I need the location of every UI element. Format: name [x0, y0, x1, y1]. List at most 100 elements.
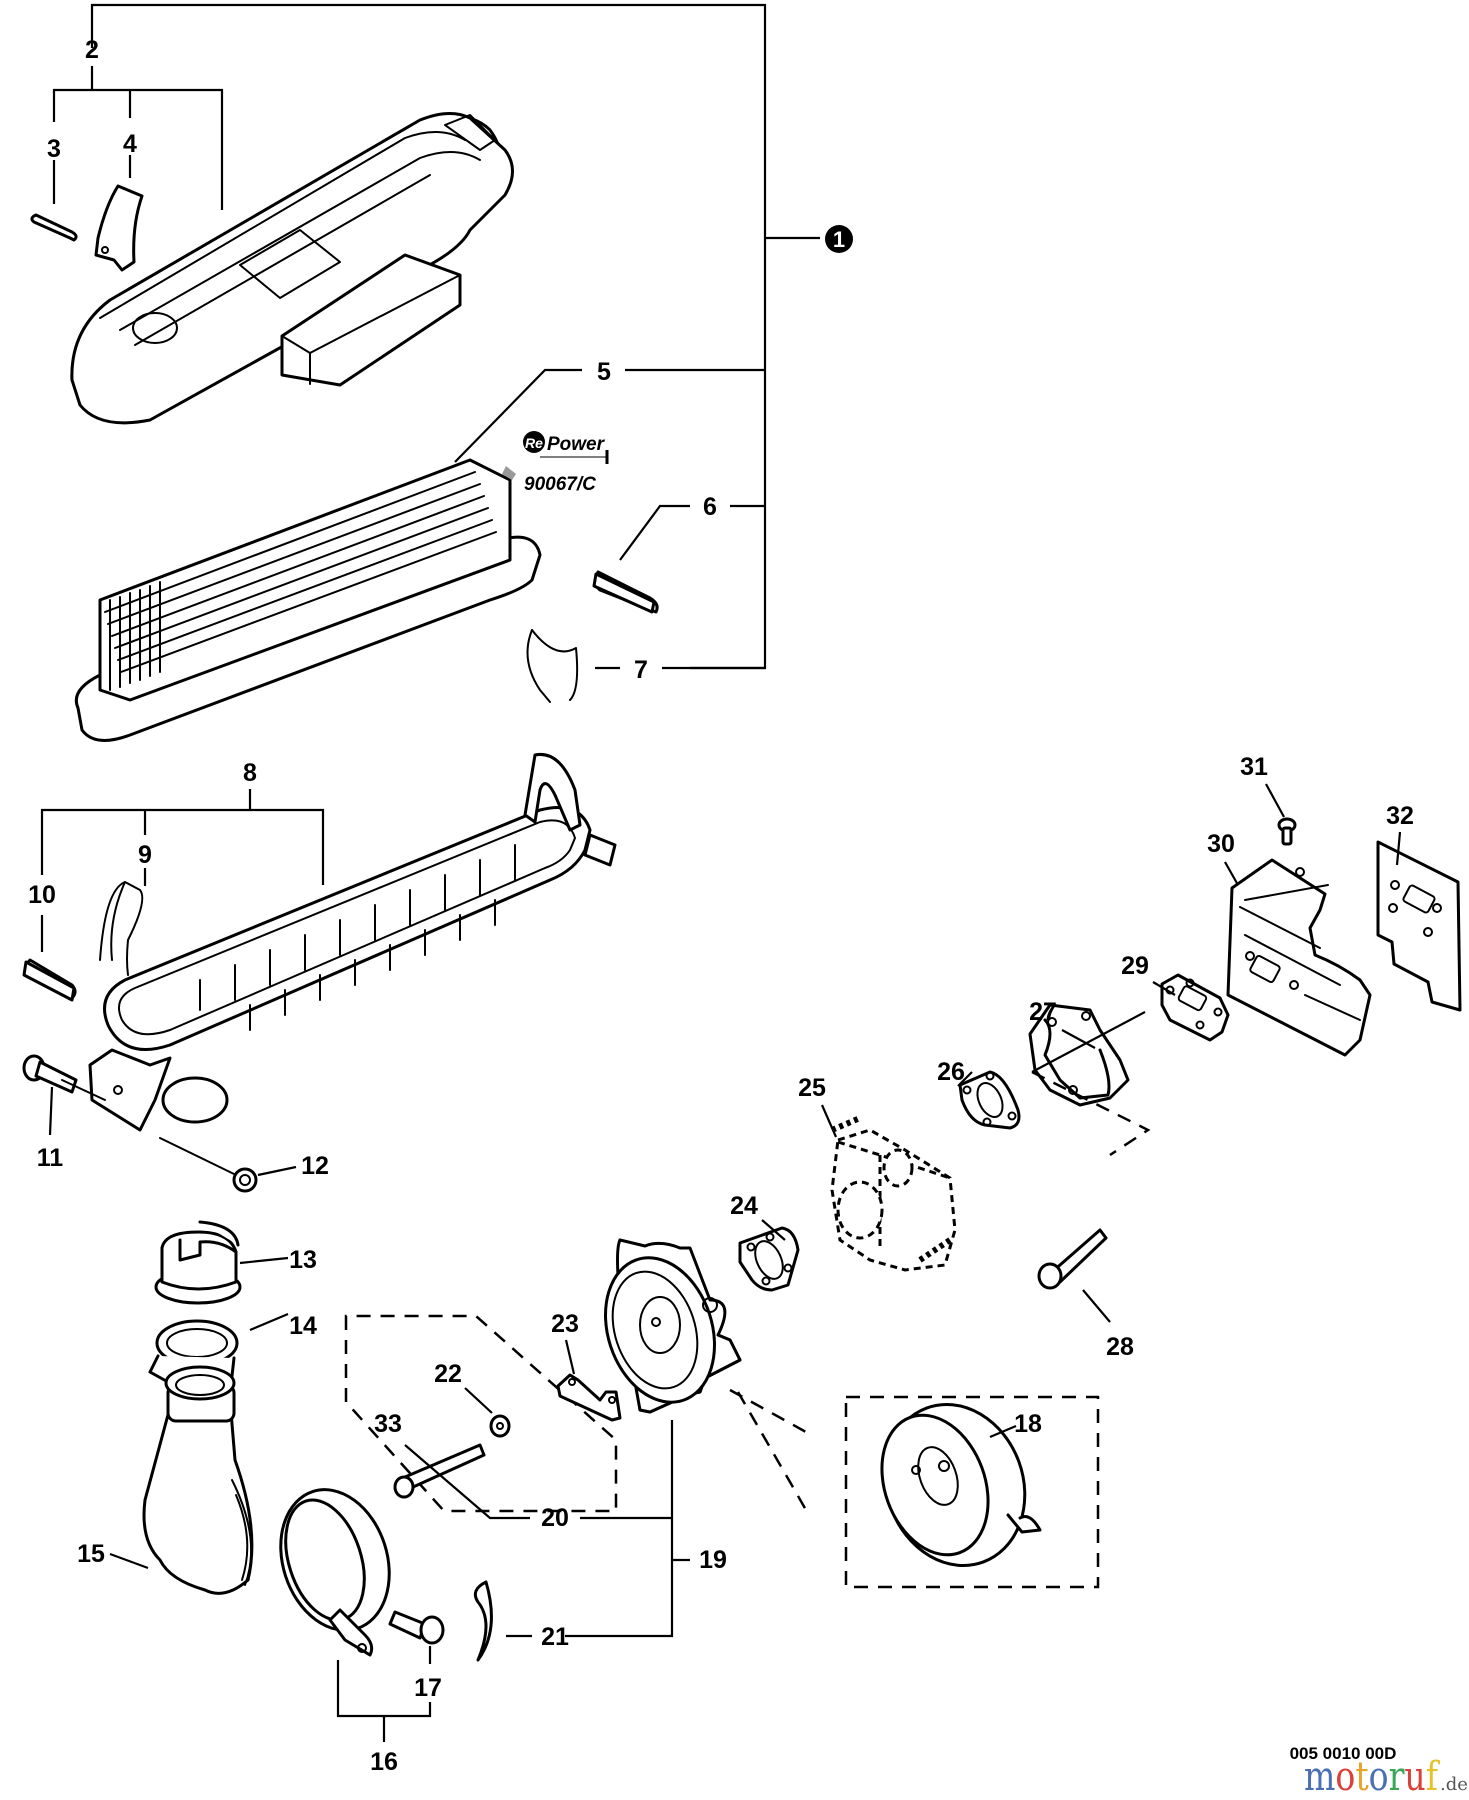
svg-text:7: 7 — [634, 656, 648, 684]
svg-text:8: 8 — [243, 759, 257, 787]
watermark-letter: f — [1426, 1754, 1441, 1800]
part-32-gasket[interactable] — [1376, 840, 1462, 1012]
part-6-callout: 6 — [619, 493, 717, 561]
part-21-callout: 21 — [506, 1623, 569, 1651]
svg-text:27: 27 — [1029, 998, 1057, 1026]
part-30-callout: 30 — [1207, 830, 1239, 886]
part-8-callout: 8 — [40, 759, 325, 952]
part-7-clip[interactable] — [526, 629, 579, 703]
part-2-callout: 2 — [52, 36, 224, 210]
svg-text:5: 5 — [597, 358, 611, 386]
part-9-callout: 9 — [138, 841, 152, 869]
svg-text:6: 6 — [703, 493, 717, 521]
part-31-callout: 31 — [1240, 753, 1285, 818]
svg-text:31: 31 — [1240, 753, 1268, 781]
part-8-filter-base[interactable] — [88, 752, 617, 1132]
part-4-latch[interactable] — [94, 184, 144, 272]
part-19-adapter-housing[interactable] — [588, 1238, 742, 1416]
svg-text:19: 19 — [699, 1546, 727, 1574]
part-20-callout: 20 — [541, 1504, 569, 1532]
part-16-clamp-ring[interactable] — [263, 1475, 406, 1657]
repower-logo-prefix: Re — [525, 435, 543, 451]
svg-text:28: 28 — [1106, 1333, 1134, 1361]
kit-18-dashed-outline — [844, 1395, 1100, 1589]
part-22-washer[interactable] — [489, 1414, 511, 1438]
part-5-filter-element[interactable] — [74, 458, 542, 742]
svg-text:24: 24 — [730, 1192, 758, 1220]
part-16-callout: 16 — [336, 1660, 432, 1776]
part-11-screw[interactable] — [22, 1054, 106, 1101]
part-18-drum[interactable] — [863, 1385, 1047, 1586]
part-12-callout: 12 — [257, 1152, 329, 1180]
part-13-callout: 13 — [239, 1246, 317, 1274]
kit-20-dashed-outline — [344, 1314, 618, 1513]
svg-text:23: 23 — [551, 1310, 579, 1338]
watermark-letter: t — [1355, 1754, 1368, 1800]
part-10-slider[interactable] — [22, 958, 77, 1002]
watermark-letter: r — [1389, 1754, 1406, 1800]
watermark-suffix: .de — [1440, 1774, 1468, 1795]
assembly-marker-1[interactable]: 1 — [825, 225, 853, 253]
part-23-bracket[interactable] — [556, 1373, 622, 1422]
part-17-callout: 17 — [414, 1646, 442, 1702]
part-25-callout: 25 — [798, 1074, 838, 1138]
part-4-callout: 4 — [123, 130, 137, 158]
part-3-pin[interactable] — [30, 213, 78, 242]
part-17-screw[interactable] — [388, 1610, 445, 1645]
part-28-screw[interactable] — [1037, 1228, 1108, 1290]
svg-text:16: 16 — [370, 1748, 398, 1776]
part-32-callout: 32 — [1386, 802, 1414, 866]
part-26-gasket[interactable] — [958, 1070, 1021, 1130]
watermark-letter: u — [1404, 1754, 1425, 1800]
part-33-long-screw[interactable] — [393, 1443, 486, 1499]
part-15-callout: 15 — [77, 1540, 149, 1570]
motoruf-watermark: motoruf .de — [1304, 1754, 1468, 1800]
part-2-filter-cover[interactable] — [70, 112, 514, 425]
part-24-callout: 24 — [730, 1192, 786, 1241]
svg-text:14: 14 — [289, 1312, 317, 1340]
part-7-callout: 7 — [595, 656, 648, 684]
part-28-callout: 28 — [1031, 1011, 1151, 1361]
part-10-callout: 10 — [28, 881, 56, 909]
svg-text:25: 25 — [798, 1074, 826, 1102]
part-14-callout: 14 — [249, 1312, 317, 1340]
part-21-spring[interactable] — [473, 1580, 493, 1662]
svg-text:2: 2 — [85, 36, 99, 64]
watermark-letter: m — [1304, 1754, 1335, 1800]
part-9-clip[interactable] — [99, 881, 144, 976]
svg-text:29: 29 — [1121, 952, 1149, 980]
part-31-bolt[interactable] — [1277, 817, 1297, 846]
part-29-callout: 29 — [1121, 952, 1176, 996]
svg-text:26: 26 — [937, 1058, 965, 1086]
part-12-nut[interactable] — [159, 1137, 258, 1193]
svg-text:17: 17 — [414, 1674, 442, 1702]
watermark-letter: o — [1369, 1754, 1389, 1800]
part-6-slider[interactable] — [592, 570, 659, 614]
part-27-intake-manifold[interactable] — [1028, 1003, 1130, 1107]
part-30-heat-shield[interactable] — [1226, 858, 1372, 1057]
svg-text:12: 12 — [301, 1152, 329, 1180]
part-33-callout: 33 — [374, 1410, 530, 1520]
repower-part-reference: 90067/C — [524, 474, 596, 495]
svg-text:15: 15 — [77, 1540, 105, 1568]
watermark-letter: o — [1335, 1754, 1355, 1800]
svg-text:11: 11 — [37, 1144, 64, 1172]
repower-logo-suffix: Power — [547, 434, 606, 455]
drawing-code: 005 0010 00D — [1290, 1744, 1397, 1763]
svg-text:30: 30 — [1207, 830, 1235, 858]
part-24-gasket[interactable] — [738, 1226, 800, 1292]
svg-text:13: 13 — [289, 1246, 317, 1274]
part-25-carburetor[interactable] — [830, 1115, 957, 1272]
part-18-callout: 18 — [989, 1410, 1042, 1439]
part-11-callout: 11 — [37, 1086, 64, 1172]
part-15-intake-boot[interactable] — [142, 1365, 254, 1595]
svg-text:33: 33 — [374, 1410, 402, 1438]
part-26-callout: 26 — [937, 1058, 973, 1087]
part-22-callout: 22 — [434, 1360, 493, 1414]
svg-text:32: 32 — [1386, 802, 1414, 830]
assembly-bracket-1 — [90, 3, 820, 670]
repower-badge: Re Power 90067/C — [502, 431, 609, 495]
part-29-gasket[interactable] — [1160, 973, 1230, 1042]
part-13-sleeve[interactable] — [154, 1220, 242, 1305]
